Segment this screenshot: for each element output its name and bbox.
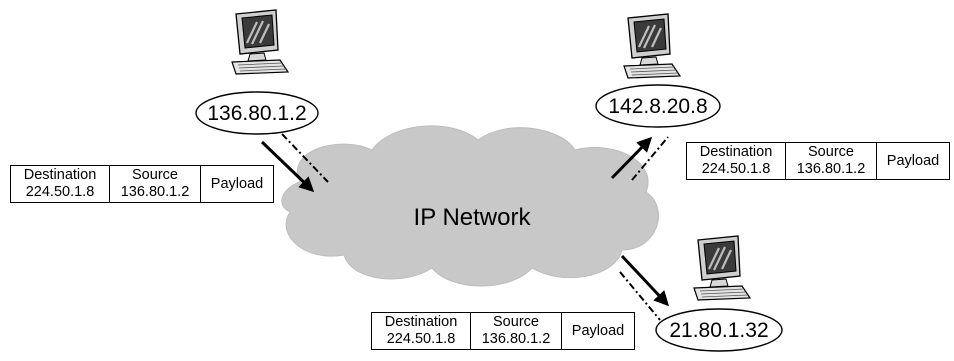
payload-label: Payload [210,175,264,192]
host-receiver-1-ip: 142.8.20.8 [608,95,707,118]
destination-header: Destination [23,167,97,183]
sender-computer-icon [230,8,290,76]
destination-header: Destination [699,144,773,160]
arrow-network-to-receiver-2 [620,254,670,307]
payload-label: Payload [886,152,940,169]
packet-destination-cell: Destination 224.50.1.8 [11,166,110,202]
destination-value: 224.50.1.8 [25,184,95,200]
source-value: 136.80.1.2 [796,161,866,177]
packet-source-cell: Source 136.80.1.2 [110,166,201,202]
host-sender-ip: 136.80.1.2 [207,102,306,125]
packet-payload-cell: Payload [562,313,634,349]
destination-value: 224.50.1.8 [386,331,456,347]
dashdot-network-to-receiver-1 [631,136,669,181]
host-receiver-1: 142.8.20.8 [595,84,721,128]
source-value: 136.80.1.2 [481,331,551,347]
host-sender: 136.80.1.2 [195,91,319,135]
packet-source-cell: Source 136.80.1.2 [471,313,562,349]
arrow-network-to-receiver-1 [610,136,653,180]
packet-sent: Destination 224.50.1.8 Source 136.80.1.2… [10,165,274,203]
host-receiver-2: 21.80.1.32 [655,308,783,352]
packet-payload-cell: Payload [201,166,273,202]
destination-header: Destination [384,314,458,330]
arrow-sender-to-network [260,140,315,193]
packet-destination-cell: Destination 224.50.1.8 [687,143,786,179]
packet-source-cell: Source 136.80.1.2 [786,143,877,179]
source-header: Source [493,314,539,330]
host-receiver-2-ip: 21.80.1.32 [669,319,768,342]
network-label: IP Network [414,204,532,231]
source-value: 136.80.1.2 [120,184,190,200]
packet-destination-cell: Destination 224.50.1.8 [372,313,471,349]
packet-to-receiver-1: Destination 224.50.1.8 Source 136.80.1.2… [686,142,950,180]
packet-payload-cell: Payload [877,143,949,179]
packet-to-receiver-2: Destination 224.50.1.8 Source 136.80.1.2… [371,312,635,350]
dashdot-sender-to-network [281,133,329,183]
network-cloud [281,125,659,287]
source-header: Source [132,167,178,183]
receiver-2-computer-icon [692,234,752,302]
dashdot-network-to-receiver-2 [619,271,661,321]
destination-value: 224.50.1.8 [701,161,771,177]
source-header: Source [808,144,854,160]
receiver-1-computer-icon [622,12,682,80]
payload-label: Payload [571,322,625,339]
